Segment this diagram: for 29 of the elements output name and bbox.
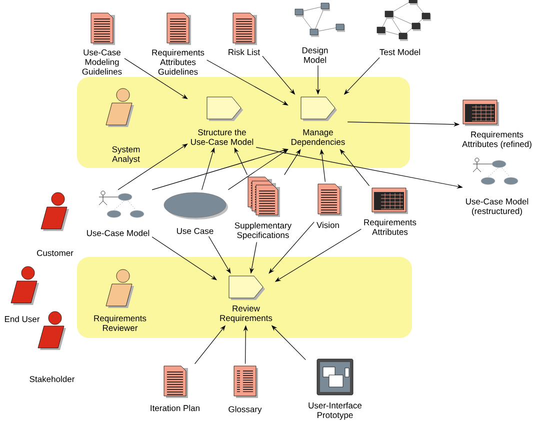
node-label: System Analyst — [112, 146, 140, 164]
node-label: Use Case — [177, 228, 214, 234]
arrow — [228, 149, 288, 190]
node-label: Stakeholder — [30, 376, 75, 382]
swimlane-band — [77, 77, 410, 168]
arrow — [340, 149, 370, 186]
swimlane-band — [77, 257, 412, 338]
node-label: Requirements Attributes (refined) — [462, 131, 532, 149]
node-label: Supplementary Specifications — [234, 222, 292, 240]
node-label: End User — [4, 316, 40, 322]
node-label: Customer — [37, 250, 74, 256]
node-label: Requirements Attributes — [364, 219, 416, 235]
node-label: Design Model — [302, 47, 328, 63]
node-label: Structure the Use-Case Model — [191, 129, 254, 145]
node-label: User-Interface Prototype — [308, 402, 362, 420]
node-label: Use-Case Model — [87, 230, 150, 236]
node-label: Vision — [316, 222, 339, 228]
node-label: Manage Dependencies — [292, 129, 345, 147]
node-label: Review Requirements — [220, 305, 272, 323]
node-label: Requirements Attributes Guidelines — [152, 49, 204, 75]
node-label: Glossary — [228, 406, 262, 414]
node-label: Test Model — [380, 48, 420, 56]
arrow — [284, 149, 301, 176]
node-label: Use-Case Model (restructured) — [466, 198, 528, 216]
arrow — [118, 144, 188, 190]
node-label: Risk List — [228, 48, 260, 56]
node-label: Requirements Reviewer — [94, 315, 146, 331]
node-label: Use-Case Modeling Guidelines — [82, 49, 122, 75]
node-label: Iteration Plan — [150, 404, 200, 412]
